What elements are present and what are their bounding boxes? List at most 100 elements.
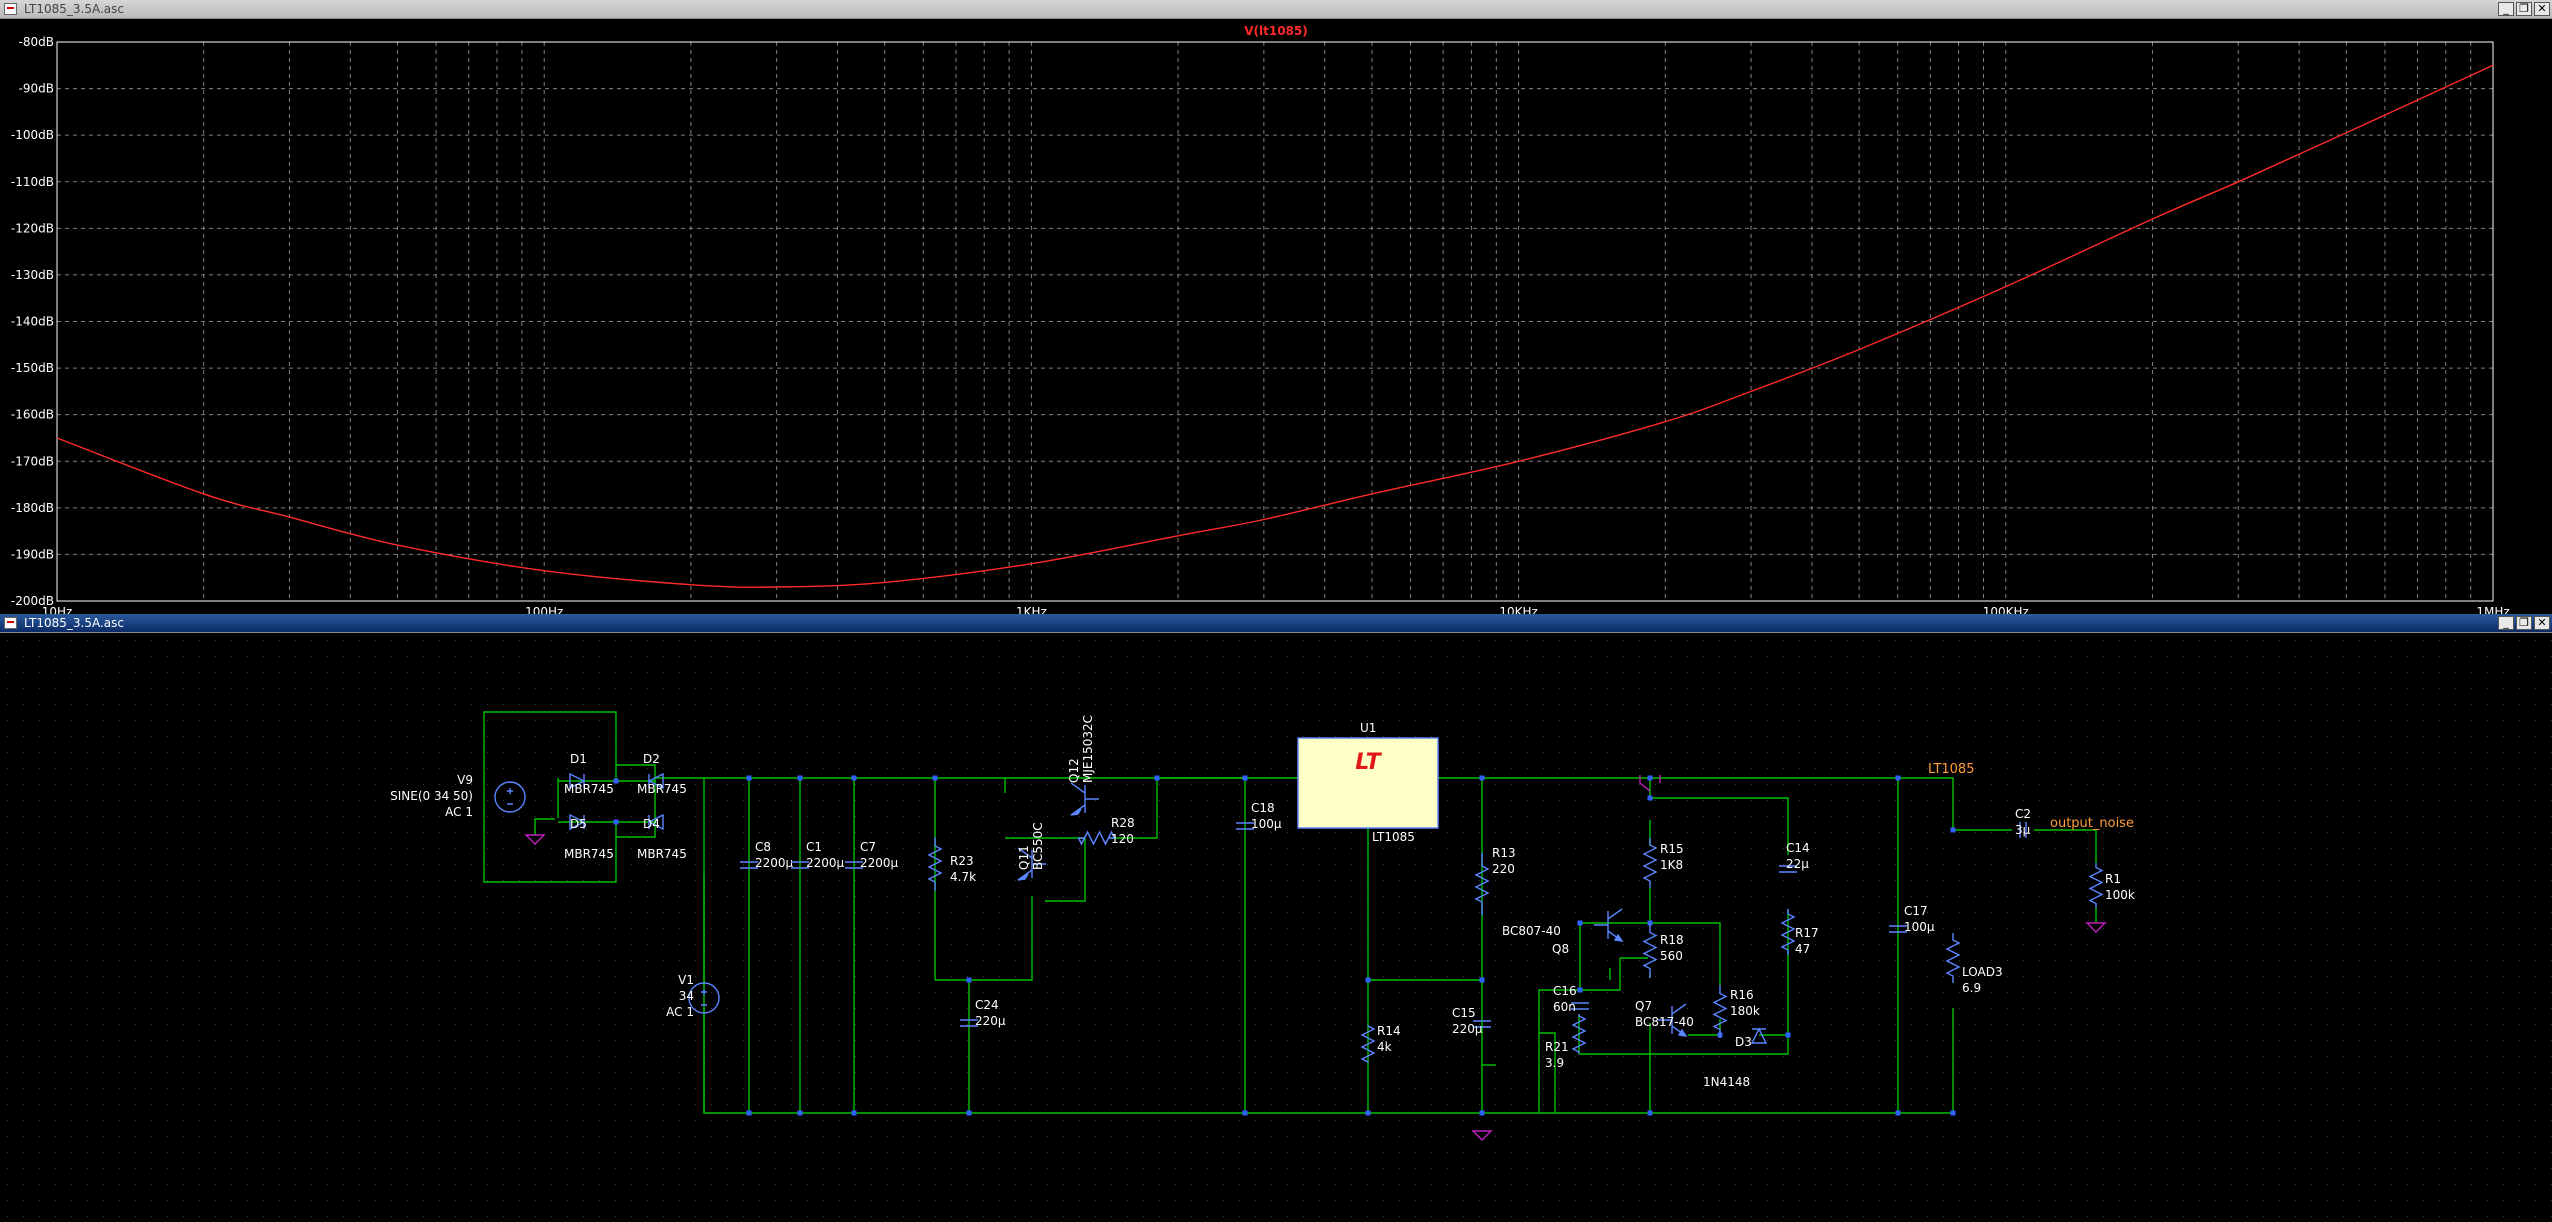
part-name-c14: C14 — [1786, 841, 1810, 855]
junction-dot — [613, 778, 619, 784]
part-value-d3: 1N4148 — [1703, 1075, 1750, 1089]
capacitor-c18[interactable] — [1236, 822, 1254, 830]
part-value-r16: 180k — [1730, 1004, 1760, 1018]
part-value-q11: BC550C — [1031, 822, 1045, 870]
junction-dot — [851, 1110, 857, 1116]
transistor-q7[interactable] — [1658, 1003, 1688, 1037]
capacitor-c24[interactable] — [960, 1019, 978, 1027]
part-value-d5: MBR745 — [564, 847, 614, 861]
y-tick-label: -200dB — [11, 594, 54, 608]
part-value-c2: 3µ — [2015, 823, 2031, 837]
capacitor-c1[interactable] — [791, 861, 809, 869]
part-name-c24: C24 — [975, 998, 999, 1012]
part-name-c15: C15 — [1452, 1006, 1476, 1020]
schematic-window-titlebar[interactable]: LT1085_3.5A.asc _ ❐ ✕ — [0, 614, 2552, 633]
capacitor-c17[interactable] — [1889, 925, 1907, 933]
junction-dot — [1577, 987, 1583, 993]
transistor-q8[interactable] — [1594, 908, 1624, 942]
resistor-r13[interactable] — [1474, 853, 1490, 915]
resistor-r1[interactable] — [2088, 863, 2104, 908]
restore-button[interactable]: ❐ — [2516, 2, 2532, 16]
part-name-c2: C2 — [2015, 807, 2031, 821]
ground-symbols — [524, 775, 2107, 1141]
part-value1-v1: 34 — [679, 989, 694, 1003]
y-tick-label: -150dB — [11, 361, 54, 375]
capacitor-c14[interactable] — [1779, 865, 1797, 873]
resistor-r14[interactable] — [1360, 1025, 1376, 1063]
resistor-r18[interactable] — [1642, 923, 1658, 978]
junction-dot — [797, 1110, 803, 1116]
capacitor-c15[interactable] — [1473, 1020, 1491, 1028]
part-name-r17: R17 — [1795, 926, 1819, 940]
y-tick-label: -180dB — [11, 501, 54, 515]
close-button[interactable]: ✕ — [2534, 616, 2550, 630]
plot-window-titlebar[interactable]: LT1085_3.5A.asc _ ❐ ✕ — [0, 0, 2552, 19]
voltage-source-v9[interactable] — [494, 781, 526, 813]
voltage-source-v1[interactable] — [688, 982, 720, 1014]
junction-dots — [613, 775, 1956, 1116]
resistor-r21[interactable] — [1571, 1014, 1587, 1054]
minimize-button[interactable]: _ — [2498, 2, 2514, 16]
part-name-d1: D1 — [570, 752, 587, 766]
part-value-c18: 100µ — [1251, 817, 1282, 831]
part-value-load3: 6.9 — [1962, 981, 1981, 995]
junction-dot — [851, 775, 857, 781]
ltspice-app-icon — [4, 617, 17, 629]
junction-dot — [746, 775, 752, 781]
part-name-v1: V1 — [678, 973, 694, 987]
junction-dot — [1950, 827, 1956, 833]
part-value-r18: 560 — [1660, 949, 1683, 963]
capacitor-c8[interactable] — [740, 861, 758, 869]
net-label-lt1085[interactable]: LT1085 — [1928, 762, 1974, 777]
part-value-r21: 3.9 — [1545, 1056, 1564, 1070]
restore-button[interactable]: ❐ — [2516, 616, 2532, 630]
plot-frame — [56, 41, 2494, 602]
part-value-c14: 22µ — [1786, 857, 1809, 871]
transistor-q11[interactable] — [1017, 847, 1046, 881]
capacitor-c16[interactable] — [1571, 1002, 1589, 1010]
part-value-d4: MBR745 — [637, 847, 687, 861]
net-label-output-noise[interactable]: output_noise — [2050, 816, 2134, 831]
y-tick-label: -100dB — [11, 128, 54, 142]
resistor-r16[interactable] — [1712, 985, 1728, 1038]
resistor-r15[interactable] — [1642, 838, 1658, 888]
resistor-r23[interactable] — [927, 837, 943, 891]
trace-label-v-lt1085[interactable]: V(lt1085) — [1244, 24, 1308, 38]
diode-d3[interactable] — [1750, 1027, 1768, 1044]
capacitor-c2[interactable] — [2019, 822, 2027, 838]
part-name-d5: D5 — [570, 817, 587, 831]
waveform-plot[interactable]: V(lt1085) -80dB-90dB-100dB-110dB-120dB-1… — [0, 19, 2552, 619]
junction-dot — [1242, 775, 1248, 781]
diode-d2[interactable] — [647, 772, 664, 790]
part-name-load3: LOAD3 — [1962, 965, 2003, 979]
part-value-c16: 60n — [1553, 1000, 1576, 1014]
transistor-q12[interactable] — [1070, 782, 1099, 816]
diode-d1[interactable] — [569, 772, 586, 790]
trace-v-lt1085[interactable] — [56, 64, 2494, 588]
close-button[interactable]: ✕ — [2534, 2, 2550, 16]
diode-d5[interactable] — [569, 813, 586, 831]
junction-dot — [1647, 795, 1653, 801]
resistor-load3[interactable] — [1945, 933, 1961, 983]
lt-logo-icon: LT — [1355, 750, 1382, 775]
junction-dot — [1365, 977, 1371, 983]
junction-dot — [1479, 977, 1485, 983]
minimize-button[interactable]: _ — [2498, 616, 2514, 630]
resistor-r28[interactable] — [1077, 830, 1116, 846]
y-tick-label: -80dB — [19, 35, 54, 49]
part-value-d1: MBR745 — [564, 782, 614, 796]
schematic-window: LT1085_3.5A.asc _ ❐ ✕ — [0, 614, 2552, 1222]
diode-d4[interactable] — [647, 813, 664, 831]
part-value-q8: BC807-40 — [1502, 924, 1561, 938]
y-axis-ticks: -80dB-90dB-100dB-110dB-120dB-130dB-140dB… — [11, 35, 54, 608]
resistor-r17[interactable] — [1780, 909, 1796, 955]
part-name-u1: U1 — [1360, 721, 1376, 735]
schematic-window-title: LT1085_3.5A.asc — [24, 616, 125, 630]
y-tick-label: -160dB — [11, 408, 54, 422]
schematic-grid — [0, 633, 2552, 1222]
regulator-u1[interactable]: LT U1 LT1085 — [1297, 721, 1439, 844]
part-name-d3: D3 — [1735, 1035, 1752, 1049]
capacitor-c7[interactable] — [845, 861, 863, 869]
part-value2-v1: AC 1 — [666, 1005, 694, 1019]
